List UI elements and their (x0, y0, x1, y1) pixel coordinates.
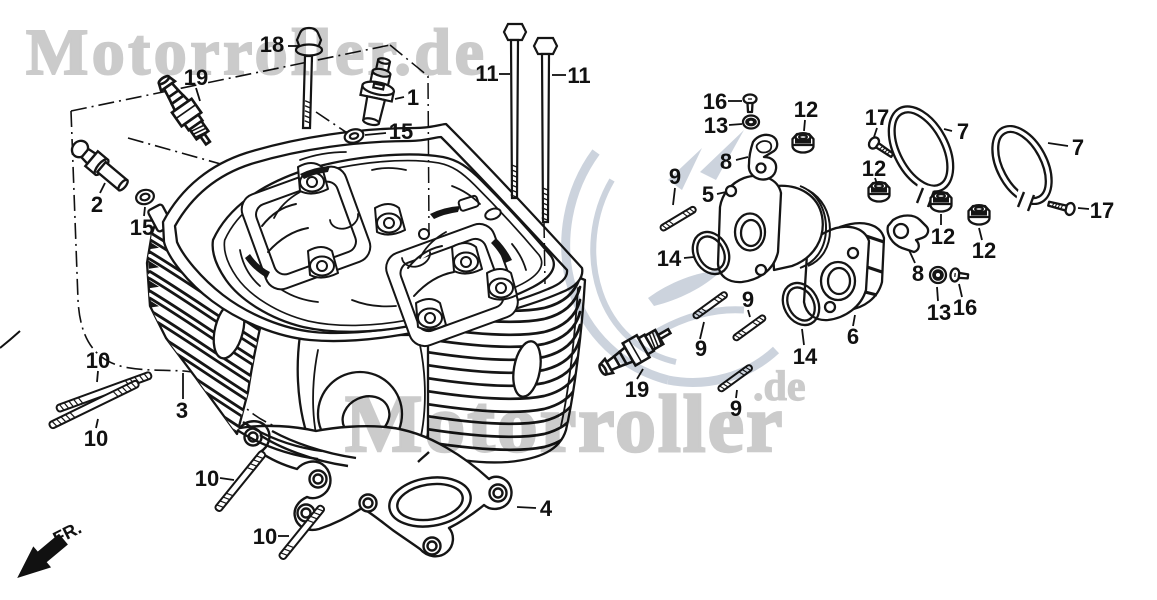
svg-text:5: 5 (702, 182, 714, 207)
svg-text:6: 6 (847, 324, 859, 349)
svg-text:12: 12 (862, 156, 886, 181)
svg-text:16: 16 (953, 295, 977, 320)
svg-text:17: 17 (865, 105, 889, 130)
svg-text:13: 13 (704, 113, 728, 138)
svg-text:18: 18 (260, 32, 284, 57)
svg-text:15: 15 (389, 119, 413, 144)
svg-text:10: 10 (195, 466, 219, 491)
svg-text:19: 19 (184, 65, 208, 90)
svg-text:15: 15 (130, 215, 154, 240)
svg-text:Motorroller: Motorroller (345, 378, 784, 469)
svg-text:11: 11 (567, 63, 590, 88)
svg-text:14: 14 (657, 246, 682, 271)
svg-text:11: 11 (475, 61, 498, 86)
svg-text:7: 7 (1072, 135, 1084, 160)
svg-text:14: 14 (793, 344, 818, 369)
svg-text:19: 19 (625, 377, 649, 402)
svg-text:12: 12 (972, 238, 996, 263)
svg-text:10: 10 (86, 348, 110, 373)
svg-text:17: 17 (1090, 198, 1114, 223)
svg-text:10: 10 (84, 426, 108, 451)
svg-text:9: 9 (695, 336, 707, 361)
svg-text:7: 7 (957, 119, 969, 144)
svg-text:9: 9 (730, 396, 742, 421)
svg-text:16: 16 (703, 89, 727, 114)
svg-text:13: 13 (927, 300, 951, 325)
svg-text:3: 3 (176, 398, 188, 423)
svg-text:.de: .de (753, 364, 806, 410)
svg-text:1: 1 (407, 85, 419, 110)
svg-text:8: 8 (912, 261, 924, 286)
svg-text:12: 12 (794, 97, 818, 122)
svg-text:2: 2 (91, 192, 103, 217)
svg-text:9: 9 (742, 287, 754, 312)
svg-text:10: 10 (253, 524, 277, 549)
svg-text:12: 12 (931, 224, 955, 249)
svg-text:4: 4 (540, 496, 553, 521)
svg-text:Motorroller.de: Motorroller.de (26, 16, 487, 89)
